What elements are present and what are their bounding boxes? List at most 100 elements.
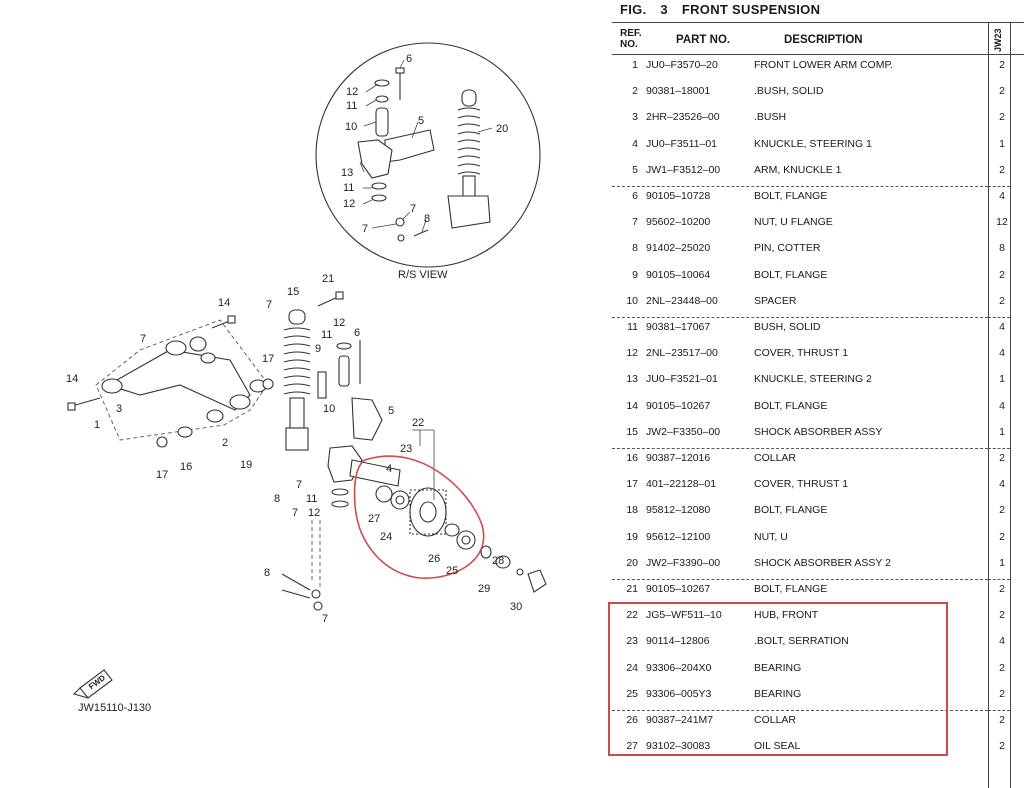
inset-label-20: 20 [496,123,508,135]
cell-ref: 9 [632,268,638,281]
label-5: 5 [388,405,394,417]
part-no-header: PART NO. [676,34,731,46]
inset-label-6: 6 [406,53,412,65]
label-14: 14 [218,297,230,309]
label-7b: 7 [140,333,146,345]
label-9: 9 [315,343,321,355]
cell-qty: 4 [999,347,1005,360]
cell-ref: 15 [626,425,638,438]
exploded-diagram: 6 12 11 10 5 20 13 11 12 7 8 7 R/S VIEW [66,42,547,714]
oil-seal-27 [375,485,393,503]
cell-qty: 4 [999,190,1005,202]
fig-label: FIG. [620,2,647,17]
cell-description: BEARING [754,687,802,700]
cell-part-no: 401–22128–01 [646,478,717,491]
cell-part-no: JG5–WF511–10 [646,609,722,622]
inset-label-12: 12 [346,86,358,98]
cell-description: SHOCK ABSORBER ASSY [754,425,883,438]
cell-description: BOLT, FLANGE [754,268,828,281]
cell-qty: 2 [999,583,1005,595]
cell-qty: 2 [999,661,1005,674]
label-22: 22 [412,417,424,429]
cell-description: BOLT, FLANGE [754,583,828,595]
label-8b: 8 [264,567,270,579]
label-15: 15 [287,286,299,298]
cell-ref: 17 [626,478,638,491]
cell-qty: 2 [999,609,1005,622]
inset-label-5: 5 [418,115,424,127]
label-2: 2 [222,437,228,449]
inset-circle [315,42,541,268]
cell-description: BOLT, FLANGE [754,190,828,202]
cell-ref: 6 [632,190,638,202]
cell-qty: 2 [999,163,1005,176]
cell-description: HUB, FRONT [754,609,819,622]
fwd-arrow-icon: FWD [72,669,113,699]
cell-part-no: 90105–10064 [646,268,711,281]
label-19: 19 [240,459,252,471]
table-top-rule [612,22,1024,23]
inset-label-11: 11 [346,100,357,112]
label-7c: 7 [296,479,302,491]
label-7: 7 [266,299,272,311]
hub-22 [409,487,447,537]
cell-description: KNUCKLE, STEERING 2 [754,373,872,386]
label-4: 4 [386,463,392,475]
cell-part-no: 90381–17067 [646,321,711,333]
inset-label-8: 8 [424,213,430,225]
label-12: 12 [333,317,345,329]
cell-description: .BUSH [754,111,787,124]
label-29: 29 [478,583,490,595]
cell-description: COLLAR [754,452,797,464]
cell-ref: 11 [627,321,638,333]
cell-ref: 2 [632,85,638,98]
lower-arm-bracket [95,319,269,441]
cell-part-no: JU0–F3521–01 [646,373,718,386]
cell-qty: 2 [999,294,1005,307]
knuckle-arm-5 [351,397,383,441]
cell-ref: 18 [626,504,638,517]
main-assembly: 21 14 7 15 12 11 6 9 7 17 14 3 1 10 5 2 … [66,273,547,625]
cell-description: .BOLT, SERRATION [754,635,849,648]
cell-qty: 12 [996,216,1008,229]
label-11: 11 [321,329,332,341]
group-separator [612,710,988,711]
cell-description: NUT, U FLANGE [754,216,833,229]
cell-ref: 12 [626,347,638,360]
bearing-25 [456,530,476,550]
figure-header: FIG. 3 FRONT SUSPENSION [620,2,830,17]
cell-qty: 8 [999,242,1005,255]
label-17b: 17 [156,469,168,481]
cell-description: BUSH, SOLID [754,321,821,333]
cell-part-no: 93306–005Y3 [646,687,712,700]
cell-qty: 4 [999,399,1005,412]
cell-part-no: JU0–F3570–20 [646,59,718,71]
cell-ref: 10 [626,294,638,307]
cell-description: ARM, KNUCKLE 1 [754,163,842,176]
label-10: 10 [323,403,335,415]
label-30: 30 [510,601,522,613]
inset-spacer-10 [375,107,389,137]
group-separator-qty [988,186,1010,187]
inset-caption: R/S VIEW [398,269,448,281]
cell-qty: 4 [999,478,1005,491]
label-16: 16 [180,461,192,473]
description-header: DESCRIPTION [784,34,863,46]
cell-part-no: 95602–10200 [646,216,711,229]
group-separator [612,186,988,187]
inset-label-13: 13 [341,167,353,179]
cell-qty: 4 [999,635,1005,648]
